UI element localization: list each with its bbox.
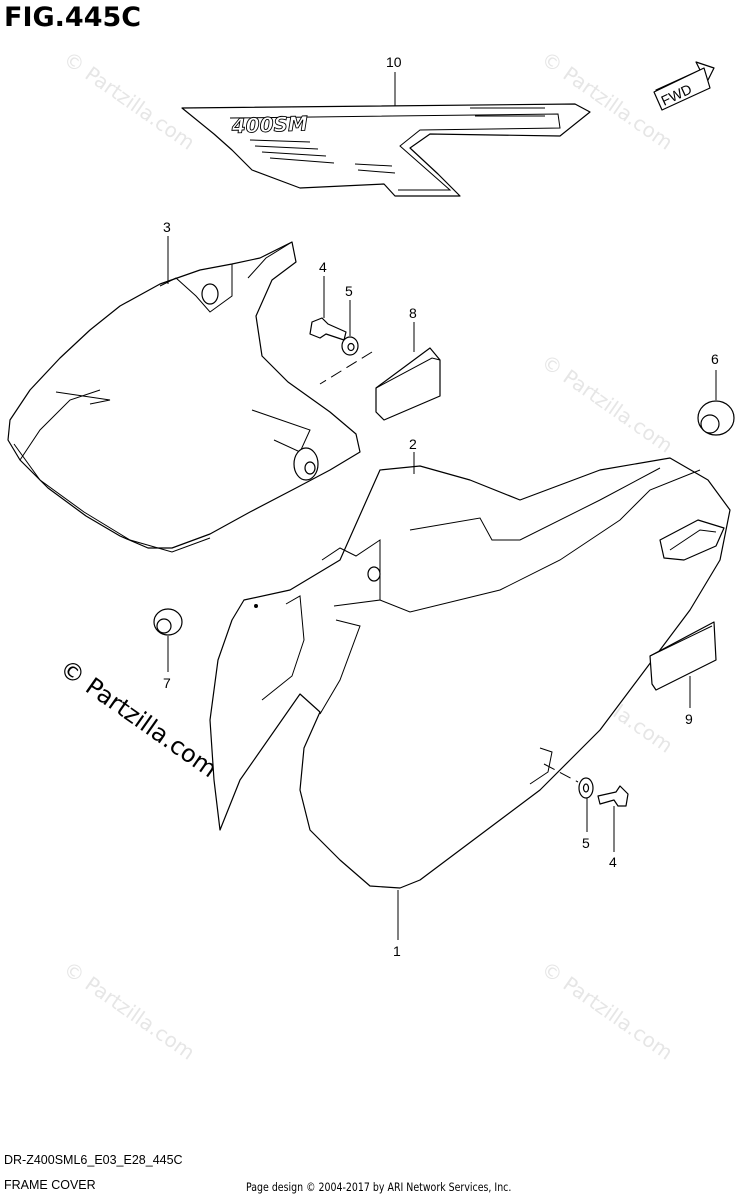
grommet-7-inner — [156, 618, 172, 634]
part-7-grommet — [153, 608, 183, 636]
figure-title: FIG.445C — [4, 2, 142, 33]
watermark-2: © Partzilla.com — [537, 46, 677, 154]
callout-6: 6 — [711, 351, 719, 367]
decal-outline — [181, 103, 591, 197]
cover-2-body — [209, 457, 731, 889]
part-10-decal: 400SM — [181, 103, 591, 197]
fwd-arrow: FWD — [653, 61, 715, 111]
pad-8-shape — [375, 347, 441, 421]
part-6-grommet — [697, 400, 735, 436]
part-9-pad — [649, 621, 717, 691]
callout-4a: 4 — [319, 259, 327, 275]
decal-stripes — [249, 107, 545, 174]
cover-3-hole-bottom — [304, 461, 316, 475]
callout-4b: 4 — [609, 854, 617, 870]
cover-2-slot-inner — [669, 529, 717, 551]
callouts: 10 3 4 5 8 6 2 7 9 5 4 1 — [163, 54, 719, 959]
part-4-bolt-upper — [309, 317, 347, 341]
watermark-6: © Partzilla.com — [59, 956, 199, 1064]
bolt-4-lower-shape — [597, 785, 629, 807]
callout-7: 7 — [163, 675, 171, 691]
part-2-main-cover — [209, 457, 731, 889]
part-8-pad — [375, 347, 441, 421]
cover-2-ridge — [379, 469, 701, 613]
watermark-dark: © Partzilla.com — [55, 654, 223, 783]
callout-5b: 5 — [582, 835, 590, 851]
decal-inner-line — [229, 113, 561, 191]
page-credit: Page design © 2004-2017 by ARI Network S… — [246, 1180, 512, 1194]
cover-3-hole-top — [201, 283, 219, 305]
pad-9-shape — [649, 621, 717, 691]
callout-5a: 5 — [345, 283, 353, 299]
watermark-1: © Partzilla.com — [59, 46, 199, 154]
cover-2-pin — [254, 604, 258, 608]
section-name: FRAME COVER — [4, 1178, 96, 1192]
part-5-washer-upper — [341, 336, 359, 356]
callout-3: 3 — [163, 219, 171, 235]
watermark-4: © Partzilla.com — [537, 349, 677, 457]
model-code: DR-Z400SML6_E03_E28_445C — [4, 1153, 183, 1167]
cover-2-mount-right — [529, 747, 553, 785]
cover-2-slot — [659, 519, 725, 561]
part-4-bolt-lower — [597, 785, 629, 807]
callout-1: 1 — [393, 943, 401, 959]
grommet-6-inner — [700, 414, 720, 434]
fwd-arrow-box — [653, 67, 711, 111]
fwd-label: FWD — [659, 81, 695, 109]
decal-model-text: 400SM — [230, 111, 308, 138]
lower-bolt-axis — [543, 763, 579, 783]
cover-3-lower-edge — [19, 389, 101, 461]
cover-2-upper-ridge — [409, 467, 661, 541]
callout-10: 10 — [386, 54, 402, 70]
callout-8: 8 — [409, 305, 417, 321]
pad-9-edge — [649, 625, 713, 657]
cover-3-bracket — [251, 409, 311, 453]
cover-2-panel-line — [319, 619, 361, 715]
bolt-4-upper-shape — [309, 317, 347, 341]
cover-3-rim — [13, 443, 211, 553]
cover-2-mount-hole — [367, 566, 381, 582]
leader-lines — [167, 72, 717, 940]
cover-2-front-flange — [261, 595, 305, 701]
part-3-upper-cover — [7, 241, 361, 553]
watermark-7: © Partzilla.com — [537, 956, 677, 1064]
callout-9: 9 — [685, 711, 693, 727]
washer-5-upper-inner — [347, 342, 355, 352]
upper-bolt-axis — [319, 351, 373, 385]
cover-2-mount-left — [321, 539, 381, 607]
cover-3-body — [7, 241, 361, 549]
callout-2: 2 — [409, 436, 417, 452]
washer-5-lower-inner — [582, 783, 590, 793]
cover-3-tab — [55, 391, 111, 405]
pad-8-edge — [375, 357, 441, 389]
part-5-washer-lower — [578, 777, 594, 799]
cover-3-edge — [247, 241, 293, 279]
cover-3-mount — [159, 264, 233, 313]
